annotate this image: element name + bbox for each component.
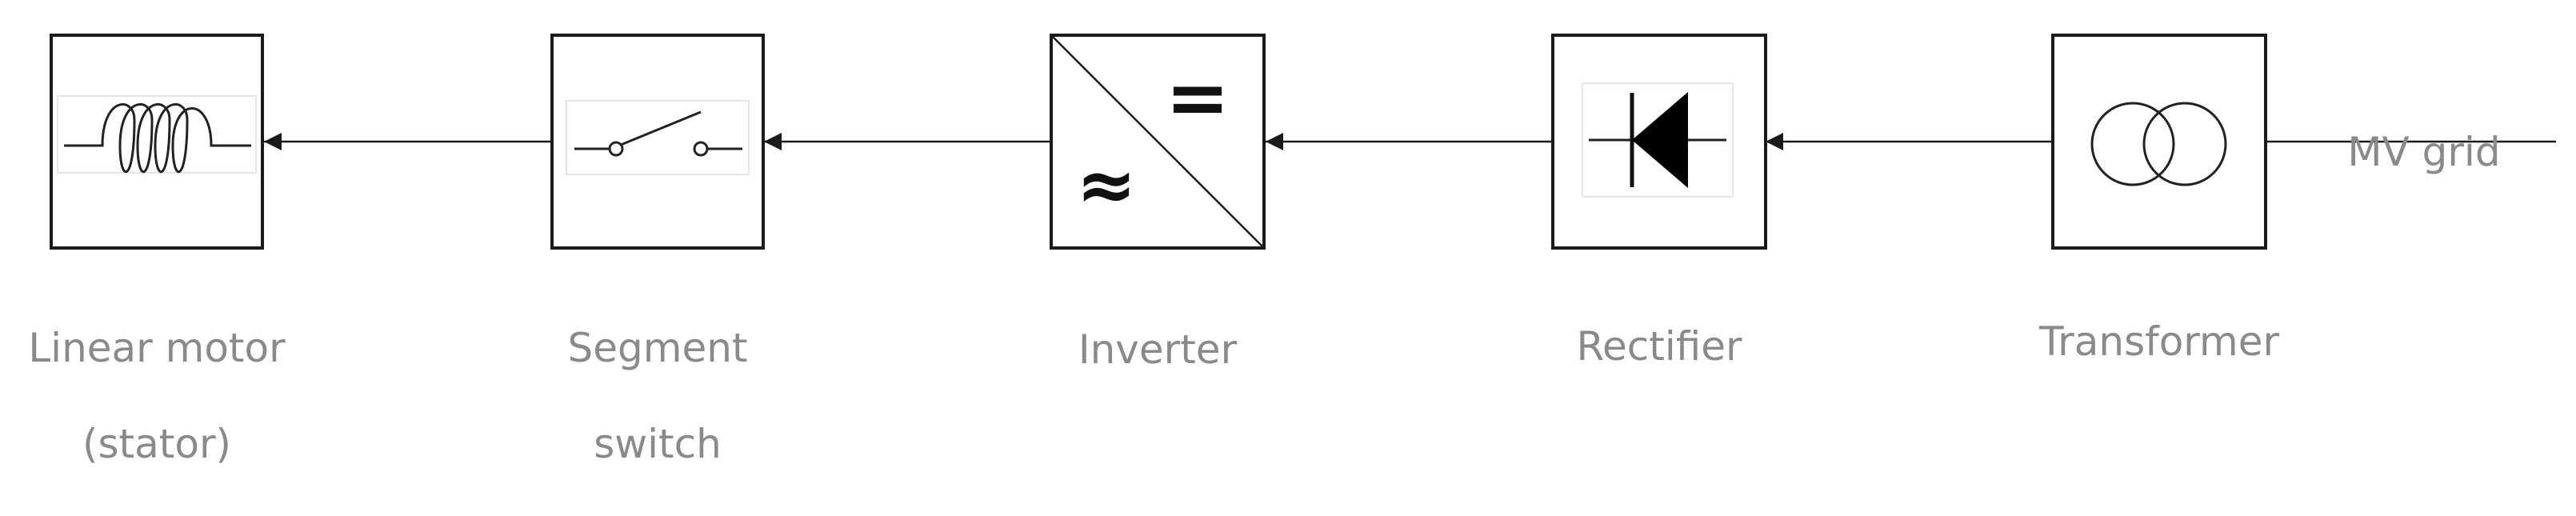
ac-symbol: ≈ (1076, 143, 1136, 227)
diode-icon (1582, 82, 1734, 198)
block-diagram: = ≈ (50, 34, 2556, 250)
linear-motor-label-line2: (stator) (82, 421, 232, 467)
segment-switch-label: Segment switch (530, 276, 786, 516)
transformer-label-line1: Transformer (2038, 318, 2280, 365)
segment-switch-block (550, 34, 765, 250)
linear-motor-block (50, 34, 264, 250)
dc-symbol: = (1166, 53, 1230, 142)
linear-motor-label-line1: Linear motor (28, 325, 286, 371)
segment-switch-label-line2: switch (594, 421, 722, 467)
inverter-label: Inverter (1038, 278, 1278, 422)
linear-motor-label: Linear motor (stator) (16, 276, 298, 516)
rectifier-block (1551, 34, 1767, 250)
rectifier-label: Rectifier (1539, 274, 1779, 418)
inverter-label-line1: Inverter (1078, 326, 1238, 373)
transformer-block (2051, 34, 2267, 250)
inverter-block: = ≈ (1050, 34, 1266, 250)
coil-icon (57, 95, 257, 174)
rectifier-label-line1: Rectifier (1576, 323, 1742, 370)
switch-icon (566, 100, 750, 175)
segment-switch-label-line1: Segment (567, 325, 748, 371)
transformer-label: Transformer (2015, 270, 2303, 414)
transformer-icon (2090, 102, 2227, 186)
mv-grid-label-text: MV grid (2347, 129, 2501, 175)
mv-grid-label: MV grid (2304, 80, 2544, 224)
inverter-diagonal (1050, 34, 1265, 249)
